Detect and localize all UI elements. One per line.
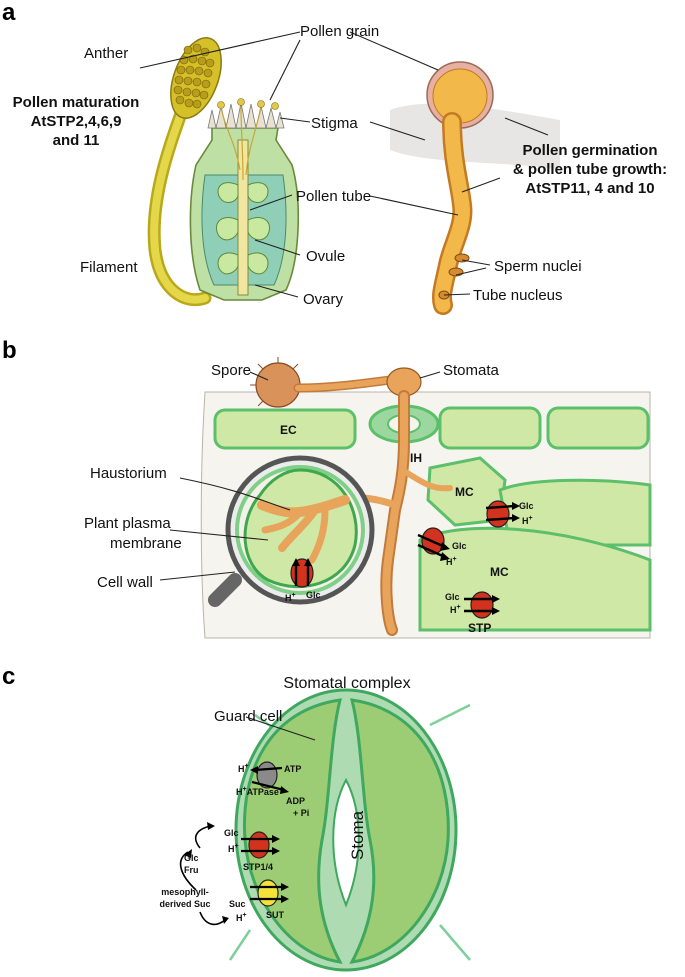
haustorium-magnifier: [208, 455, 375, 607]
panel-c: c Stomatal complex: [2, 663, 471, 972]
filament-label: Filament: [80, 259, 138, 276]
stp14-transporter: [241, 831, 280, 859]
pollen-germination-line2: & pollen tube growth:: [513, 161, 667, 178]
h-atpase-pump: [250, 761, 289, 794]
germinating-pollen-illustration: [390, 61, 560, 315]
panel-a-leaders: [139, 31, 549, 298]
panel-b: b: [2, 337, 652, 639]
glc-label-mc1: Glc: [452, 541, 467, 551]
stp-transporter-haustorium: [290, 558, 314, 588]
h-label-legend: H+: [450, 604, 461, 615]
h-label-stp: H+: [228, 843, 239, 854]
h-label-atpase: H+: [238, 763, 249, 774]
spore-label: Spore: [211, 362, 251, 379]
plant-plasma-membrane-line1: Plant plasma: [84, 515, 171, 532]
sperm-nuclei-label: Sperm nuclei: [494, 258, 582, 275]
stp14-label: STP1/4: [243, 862, 273, 872]
stomatal-complex-title: Stomatal complex: [283, 675, 410, 692]
guard-cell-label: Guard cell: [214, 708, 282, 725]
adp-label: ADP: [286, 796, 305, 806]
sut-label: SUT: [266, 910, 285, 920]
stp-transporter-mc2: [485, 500, 520, 528]
stp-label: STP: [468, 621, 491, 635]
mc-label-1: MC: [455, 485, 474, 499]
ec-label: EC: [280, 423, 297, 437]
panel-c-label: c: [2, 663, 15, 690]
stp-transporters-b: [290, 500, 520, 619]
pollen-maturation-line2: AtSTP2,4,6,9: [31, 113, 122, 130]
suc-label: Suc: [229, 899, 246, 909]
mc-label-2: MC: [490, 565, 509, 579]
ih-label: IH: [410, 451, 422, 465]
pi-label: + Pi: [293, 808, 309, 818]
mesophyll-derived-line2: derived Suc: [159, 899, 210, 909]
glc-label-haustorium: Glc: [306, 590, 321, 600]
h-label-haustorium: H+: [285, 592, 296, 603]
sugar-flow-arrows: [179, 825, 226, 926]
sut-transporter: [250, 879, 289, 907]
panel-b-leaders: [159, 371, 441, 581]
cell-wall-label: Cell wall: [97, 574, 153, 591]
panel-a: a: [2, 0, 667, 315]
pollen-germination-line3: AtSTP11, 4 and 10: [525, 180, 654, 197]
glc-label-legend: Glc: [445, 592, 460, 602]
ovule-label: Ovule: [306, 248, 345, 265]
h-atpase-label: H+ATPase: [236, 786, 279, 797]
stp-transporter-legend: [464, 591, 500, 619]
anther-label: Anther: [84, 45, 128, 62]
stoma-label: Stoma: [348, 810, 367, 860]
pollen-tube-label: Pollen tube: [296, 188, 371, 205]
ovary-label: Ovary: [303, 291, 344, 308]
haustorium-label: Haustorium: [90, 465, 167, 482]
pollen-germination-line1: Pollen germination: [522, 142, 657, 159]
glc-label-mesophyll: Glc: [184, 853, 199, 863]
pollen-maturation-line3: and 11: [53, 132, 100, 149]
atp-label: ATP: [284, 764, 301, 774]
pistil-illustration: [189, 98, 300, 301]
tube-nucleus-label: Tube nucleus: [473, 287, 563, 304]
fungal-spore-hyphae: [250, 357, 453, 636]
panel-b-label: b: [2, 337, 17, 364]
mesophyll-derived-line1: mesophyll-: [161, 887, 209, 897]
fru-label: Fru: [184, 865, 199, 875]
h-label-mc2: H+: [522, 515, 533, 526]
pollen-maturation-line1: Pollen maturation: [13, 94, 140, 111]
h-label-sut: H+: [236, 912, 247, 923]
stp-transporter-mc1: [417, 527, 450, 561]
pollen-grain-label: Pollen grain: [300, 23, 379, 40]
guard-cell-leader: [245, 716, 316, 741]
stomata-label: Stomata: [443, 362, 500, 379]
glc-label-stp: Glc: [224, 828, 239, 838]
glc-label-mc2: Glc: [519, 501, 534, 511]
h-label-mc1: H+: [446, 556, 457, 567]
stigma-label: Stigma: [311, 115, 358, 132]
panel-a-label: a: [2, 0, 16, 26]
stomatal-complex-illustration: [234, 688, 458, 972]
plant-plasma-membrane-line2: membrane: [110, 535, 182, 552]
